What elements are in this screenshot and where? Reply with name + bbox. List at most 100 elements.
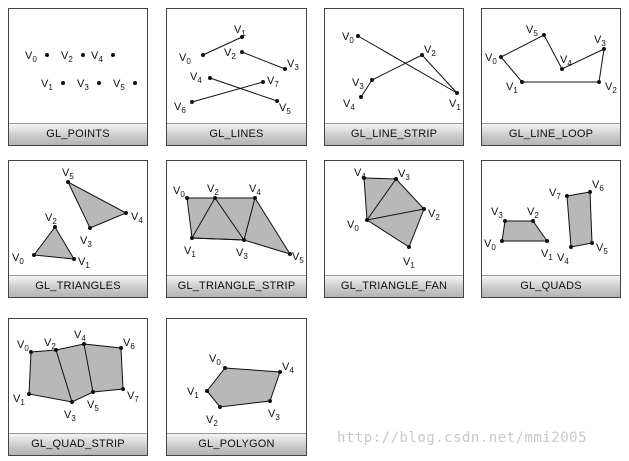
vertex-dot-v0 <box>356 34 360 38</box>
vertex-label-v3: V3 <box>268 408 280 422</box>
vertex-label-v6: V6 <box>592 179 604 193</box>
vertex-dot-v0 <box>32 253 36 257</box>
vertex-label-v4: V4 <box>131 211 143 225</box>
vertex-dot-v2 <box>53 225 57 229</box>
vertex-label-v2: V2 <box>605 81 617 95</box>
caption-gl-quads: GL_QUADS <box>482 275 620 297</box>
vertex-label-v1: V1 <box>403 256 415 270</box>
quad-b <box>566 191 593 248</box>
vertex-dot-v3 <box>88 226 92 230</box>
edge-v1-v3 <box>191 237 245 241</box>
edge-v3-v4 <box>243 197 256 241</box>
vertex-dot-v0 <box>365 218 369 222</box>
vertex-label-v1: V1 <box>41 78 53 92</box>
vertex-dot-v1 <box>205 389 209 393</box>
vertex-label-v3: V3 <box>80 235 92 249</box>
vertex-dot-v6 <box>119 346 123 350</box>
vertex-label-v5: V5 <box>526 24 538 38</box>
vertex-label-v1: V1 <box>506 81 518 95</box>
vertex-dot-v2 <box>213 196 217 200</box>
vertex-dot-v1 <box>27 392 31 396</box>
strip-fill <box>186 197 292 255</box>
vertex-label-v0: V0 <box>173 185 185 199</box>
vertex-dot-v3 <box>283 67 287 71</box>
caption-gl-points: GL_POINTS <box>9 123 147 145</box>
vertex-label-v0: V0 <box>12 252 24 266</box>
vertex-label-v2: V2 <box>44 337 56 351</box>
vertex-label-v5: V5 <box>87 399 99 413</box>
edge-v0-v2 <box>366 208 425 221</box>
vertex-dot-v7 <box>565 194 569 198</box>
vertex-label-v0: V0 <box>209 353 221 367</box>
edge-v0-v1 <box>202 36 243 56</box>
fan-fill <box>363 177 425 248</box>
vertex-label-v3: V3 <box>491 206 503 220</box>
vertex-dot-v2 <box>240 50 244 54</box>
vertex-dot-v1 <box>61 81 65 85</box>
vertex-dot-v5 <box>133 81 137 85</box>
vertex-dot-v3 <box>602 47 606 51</box>
vertex-dot-v2 <box>597 80 601 84</box>
caption-gl-triangle-fan: GL_TRIANGLE_FAN <box>325 275 463 297</box>
caption-gl-triangles: GL_TRIANGLES <box>9 275 147 297</box>
vertex-dot-v3 <box>268 399 272 403</box>
vertex-label-v4: V4 <box>190 71 202 85</box>
vertex-label-v0: V0 <box>347 219 359 233</box>
caption-gl-polygon: GL_POLYGON <box>167 433 306 455</box>
vertex-label-v3: V3 <box>398 168 410 182</box>
caption-gl-quad-strip: GL_QUAD_STRIP <box>9 433 147 455</box>
vertex-label-v1: V1 <box>449 98 461 112</box>
line-strip-path <box>357 35 458 98</box>
caption-gl-line-strip: GL_LINE_STRIP <box>325 123 463 145</box>
vertex-label-v2: V2 <box>424 44 436 58</box>
vertex-dot-v4 <box>359 95 363 99</box>
vertex-label-v6: V6 <box>123 337 135 351</box>
vertex-label-v1: V1 <box>187 386 199 400</box>
vertex-label-v4: V4 <box>557 252 569 266</box>
vertex-label-v4: V4 <box>354 167 366 181</box>
vertex-dot-v1 <box>240 35 244 39</box>
edge-v6-v7 <box>191 81 264 103</box>
vertex-label-v2: V2 <box>61 50 73 64</box>
vertex-dot-v3 <box>370 78 374 82</box>
vertex-label-v4: V4 <box>249 183 261 197</box>
vertex-dot-v4 <box>124 211 128 215</box>
vertex-dot-v2 <box>531 219 535 223</box>
vertex-label-v2: V2 <box>207 183 219 197</box>
vertex-dot-v7 <box>121 387 125 391</box>
edge-v2-v3 <box>55 349 73 403</box>
vertex-label-v4: V4 <box>282 361 294 375</box>
vertex-dot-v1 <box>72 257 76 261</box>
vertex-dot-v2 <box>422 207 426 211</box>
vertex-label-v5: V5 <box>62 167 74 181</box>
polygon-fill <box>206 367 281 408</box>
vertex-label-v2: V2 <box>45 212 57 226</box>
vertex-label-v3: V3 <box>236 247 248 261</box>
vertex-dot-v5 <box>288 252 292 256</box>
vertex-label-v7: V7 <box>549 187 561 201</box>
vertex-dot-v4 <box>111 53 115 57</box>
vertex-label-v1: V1 <box>541 248 553 262</box>
triangle-b <box>66 180 128 229</box>
vertex-label-v7: V7 <box>127 390 139 404</box>
vertex-dot-v2 <box>218 405 222 409</box>
vertex-label-v4: V4 <box>343 98 355 112</box>
vertex-dot-v4 <box>253 196 257 200</box>
vertex-dot-v1 <box>455 91 459 95</box>
vertex-label-v0: V0 <box>485 52 497 66</box>
vertex-label-v5: V5 <box>113 78 125 92</box>
vertex-dot-v3 <box>97 81 101 85</box>
vertex-label-v2: V2 <box>428 208 440 222</box>
vertex-label-v2: V2 <box>527 206 539 220</box>
vertex-dot-v4 <box>569 245 573 249</box>
